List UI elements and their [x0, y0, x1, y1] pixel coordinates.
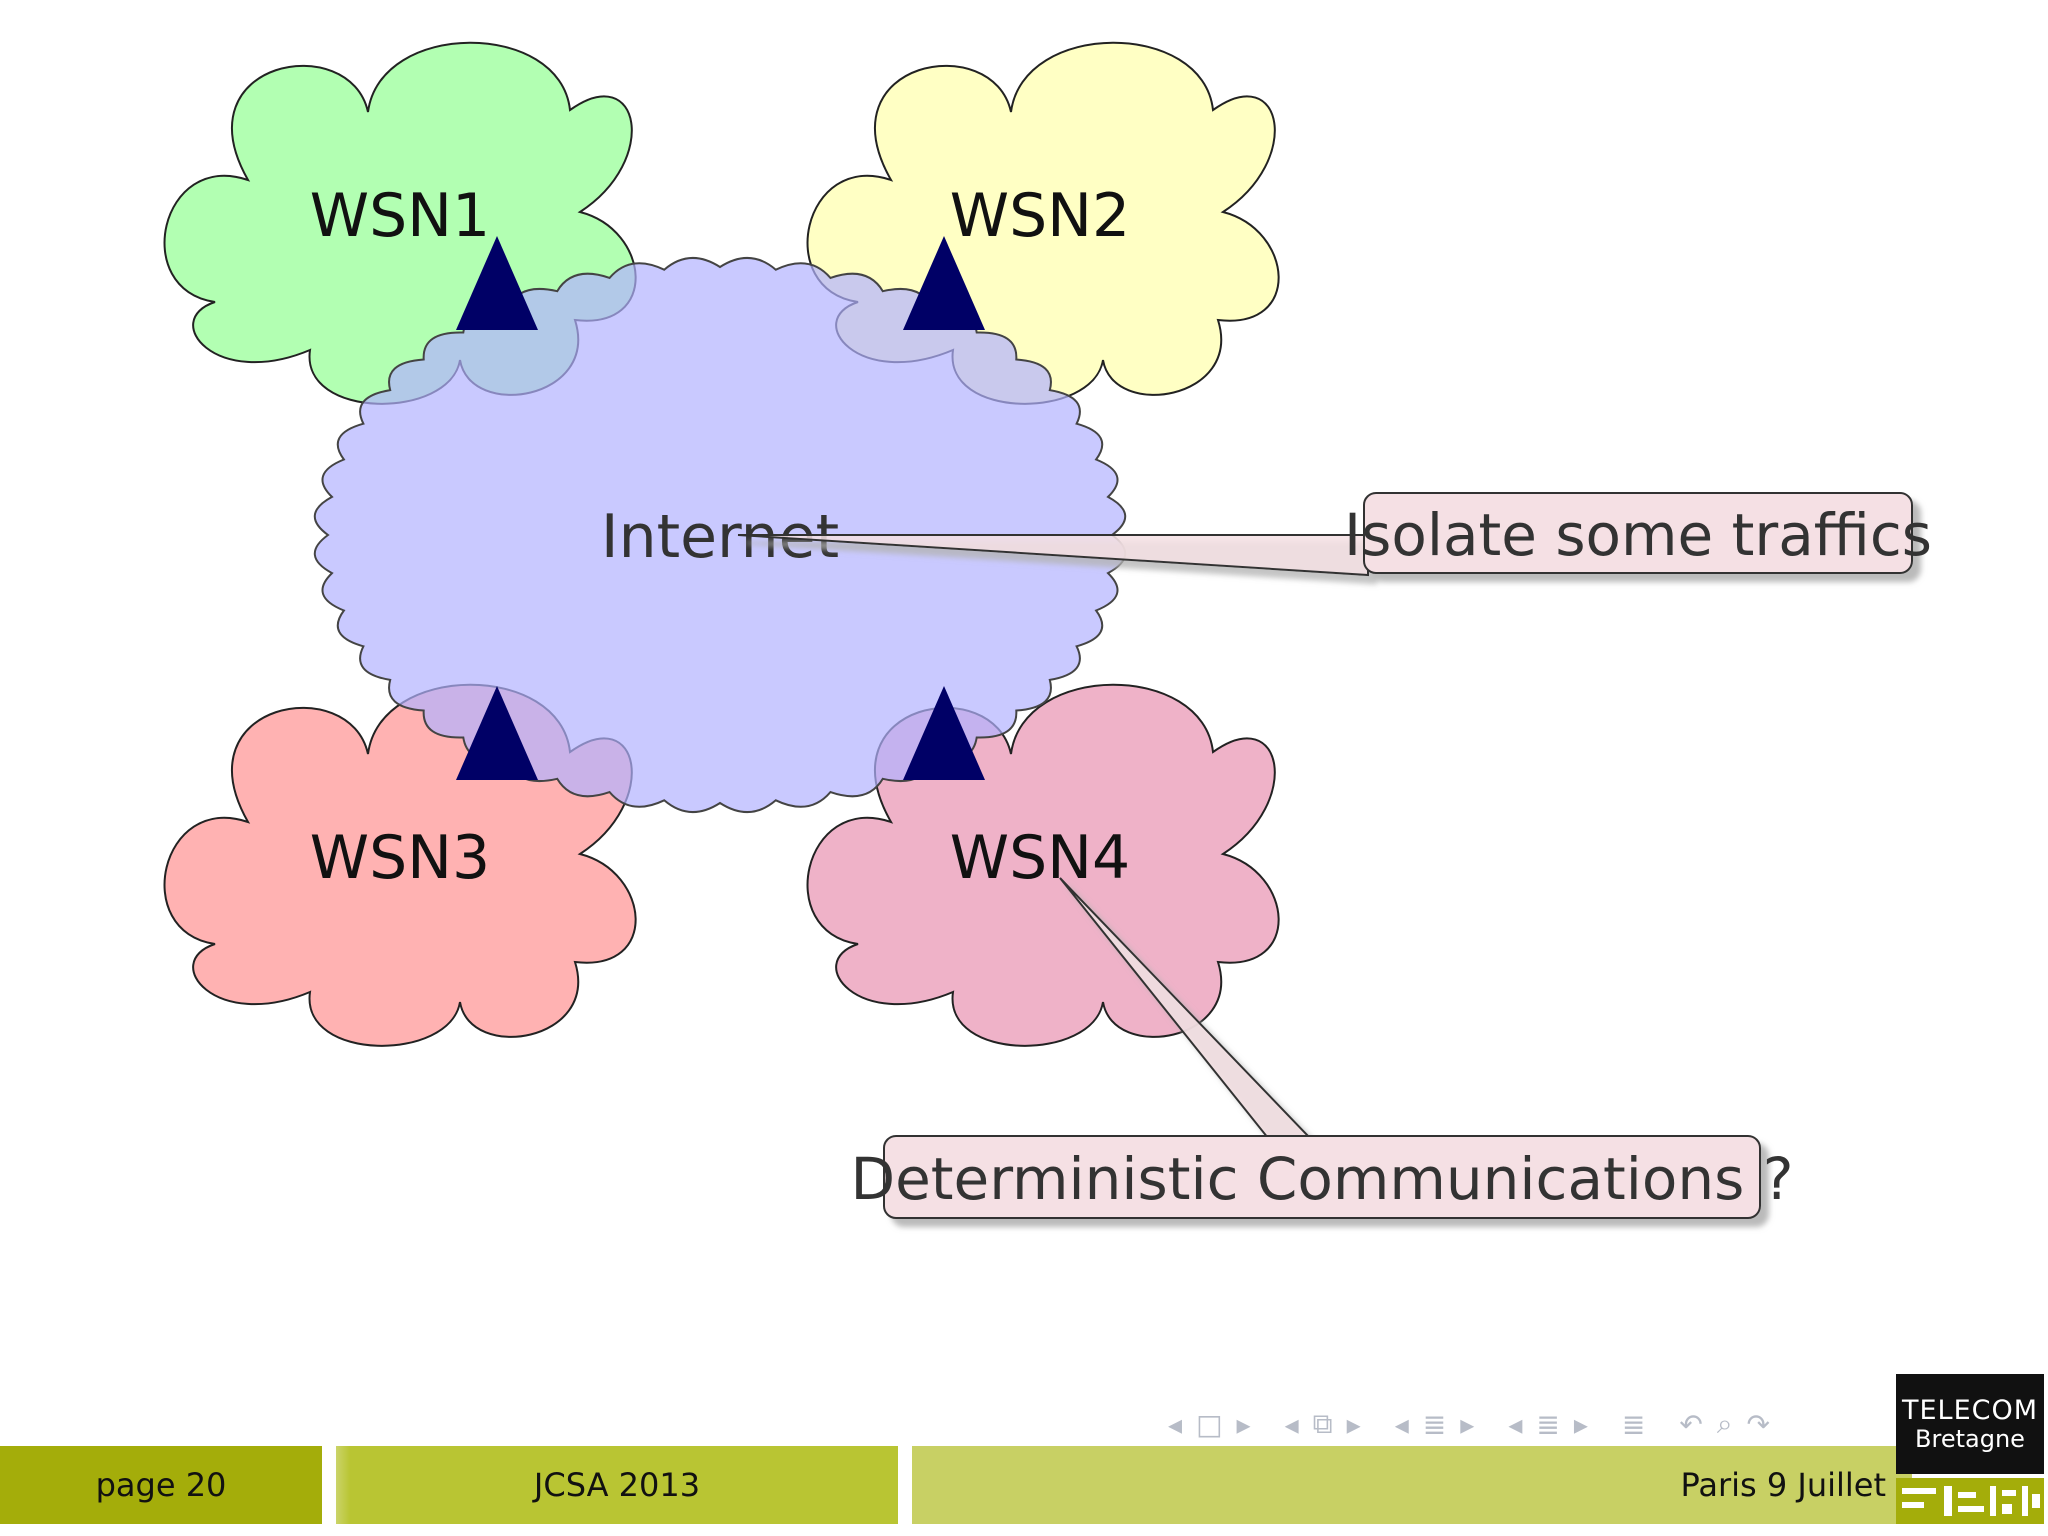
nav-search-icon[interactable]: ⌕	[1716, 1407, 1733, 1440]
logo-line1: TELECOM	[1901, 1395, 2039, 1426]
logo-pattern-icon	[1896, 1478, 2044, 1524]
nav-next-subsection-icon[interactable]: ▸	[1346, 1407, 1361, 1441]
wsn1-label: WSN1	[310, 181, 490, 251]
nav-prev-subsection-icon[interactable]: ◂	[1284, 1407, 1299, 1441]
wsn4-label: WSN4	[950, 823, 1130, 893]
nav-prev-section-icon[interactable]: ◂	[1394, 1407, 1409, 1441]
footer-page-text: page 20	[95, 1466, 227, 1504]
gateway-wsn2	[903, 236, 985, 330]
gateway-wsn4	[903, 686, 985, 780]
nav-back-icon[interactable]: ↶	[1679, 1407, 1703, 1441]
logo-line2: Bretagne	[1915, 1425, 2025, 1453]
callout-deterministic-text: Deterministic Communications ?	[850, 1145, 1793, 1213]
wsn3-label: WSN3	[310, 823, 490, 893]
nav-subsection-icon[interactable]: ⧉	[1312, 1407, 1333, 1440]
nav-outline-icon[interactable]: ≣	[1621, 1407, 1646, 1441]
callout-isolate	[737, 492, 1913, 577]
callout-deterministic	[883, 877, 1761, 1219]
footer-page-number: page 20	[0, 1446, 322, 1524]
gateway-wsn1	[456, 236, 538, 330]
navigation-symbols: ◂ □ ▸ ◂ ⧉ ▸ ◂ ≣ ▸ ◂ ≣ ▸ ≣ ↶ ⌕ ↷	[1168, 1404, 1784, 1444]
telecom-bretagne-logo: TELECOM Bretagne	[1896, 1374, 2044, 1524]
nav-prev-frame-icon[interactable]: ◂	[1168, 1407, 1183, 1441]
nav-doc-icon[interactable]: ≣	[1536, 1407, 1560, 1441]
footer-conference: JCSA 2013	[336, 1446, 898, 1524]
nav-forward-icon[interactable]: ↷	[1746, 1407, 1770, 1441]
footer-place-date: Paris 9 Juillet	[912, 1446, 1912, 1524]
wsn2-label: WSN2	[950, 181, 1130, 251]
nav-prev-doc-icon[interactable]: ◂	[1508, 1407, 1523, 1441]
nav-section-icon[interactable]: ≣	[1422, 1407, 1447, 1441]
nav-frame-icon[interactable]: □	[1196, 1407, 1223, 1441]
gateway-wsn3	[456, 686, 538, 780]
nav-next-doc-icon[interactable]: ▸	[1573, 1407, 1588, 1441]
callout-isolate-text: Isolate some traffics	[1344, 501, 1932, 569]
nav-next-frame-icon[interactable]: ▸	[1236, 1407, 1251, 1441]
footer-place-text: Paris 9 Juillet	[1680, 1466, 1886, 1504]
nav-next-section-icon[interactable]: ▸	[1460, 1407, 1475, 1441]
footer-conference-text: JCSA 2013	[533, 1466, 701, 1504]
